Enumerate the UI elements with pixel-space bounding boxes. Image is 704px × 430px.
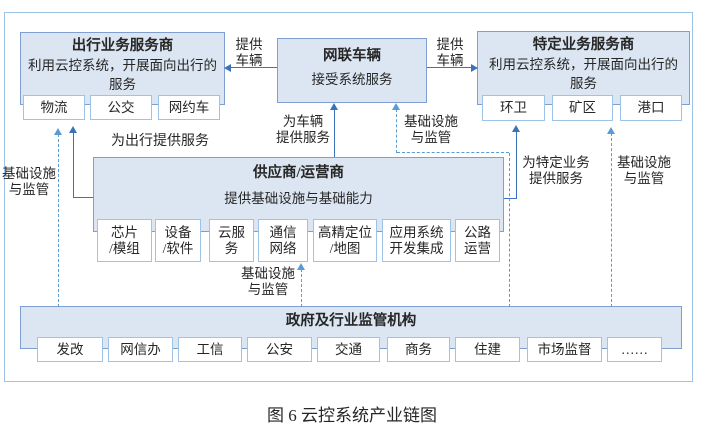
arrowhead-up-icon (54, 128, 62, 135)
supplier-sub-highway: 公路 运营 (455, 219, 500, 262)
gov-sub-transport: 交通 (317, 337, 380, 362)
label-infra-regulation-mid: 基础设施 与监管 (404, 114, 458, 145)
supplier-sub-app-integration: 应用系统 开发集成 (382, 219, 451, 262)
arrowhead-left-icon (224, 64, 231, 72)
edge-supplier-to-vehicle (334, 109, 335, 157)
specific-provider-body: 利用云控系统，开展面向出行的服务 (489, 57, 678, 91)
arrowhead-up-icon (69, 126, 77, 133)
edge-vehicle-to-specific (427, 67, 471, 68)
gov-sub-miit: 工信 (178, 337, 242, 362)
supplier-sub-cloud: 云服 务 (209, 219, 254, 262)
travel-provider-body: 利用云控系统，开展面向出行的服务 (28, 58, 217, 92)
specific-sub-sanitation: 环卫 (482, 95, 545, 121)
edge-supplier-to-specific-horizontal (504, 198, 517, 199)
travel-sub-ridehailing: 网约车 (158, 95, 220, 120)
supplier-sub-chip: 芯片 /模组 (97, 219, 152, 262)
gov-sub-housing: 住建 (455, 337, 520, 362)
gov-sub-commerce: 商务 (387, 337, 450, 362)
diagram-frame (4, 12, 693, 382)
arrowhead-up-icon (607, 127, 615, 134)
arrowhead-up-icon (512, 125, 520, 132)
gov-sub-cac: 网信办 (108, 337, 173, 362)
edge-vehicle-to-travel (230, 67, 277, 68)
edge-supplier-to-specific-vertical (516, 131, 517, 199)
arrowhead-right-icon (471, 64, 478, 72)
label-infra-regulation-right: 基础设施 与监管 (617, 155, 671, 186)
edge-gov-to-vehicle-dashed-down (509, 153, 510, 307)
label-serve-specific: 为特定业务 提供服务 (522, 155, 590, 186)
connected-vehicle-title: 网联车辆 (323, 48, 381, 64)
label-infra-regulation-left: 基础设施 与监管 (2, 166, 56, 197)
label-provide-vehicles-right: 提供 车辆 (436, 37, 464, 68)
travel-sub-logistics: 物流 (23, 95, 85, 120)
travel-provider-title: 出行业务服务商 (71, 38, 174, 54)
gov-sub-police: 公安 (247, 337, 312, 362)
edge-gov-to-travel-dashed (58, 134, 59, 307)
arrowhead-up-icon (330, 103, 338, 110)
edge-gov-to-vehicle-dashed-up (396, 109, 397, 153)
connected-vehicle-body: 接受系统服务 (311, 72, 393, 87)
supplier-sub-hd-map: 高精定位 /地图 (313, 219, 377, 262)
supplier-operator-title: 供应商/运营商 (252, 165, 345, 181)
specific-provider-box: 特定业务服务商 利用云控系统，开展面向出行的服务 (477, 31, 690, 105)
arrowhead-up-icon (392, 103, 400, 110)
specific-provider-title: 特定业务服务商 (532, 37, 635, 53)
supplier-operator-body: 提供基础设施与基础能力 (224, 191, 373, 206)
label-serve-travel: 为出行提供服务 (111, 134, 209, 149)
edge-gov-to-vehicle-dashed-horizontal (397, 152, 509, 153)
travel-sub-bus: 公交 (90, 95, 152, 120)
label-provide-vehicles-left: 提供 车辆 (235, 37, 263, 68)
travel-provider-box: 出行业务服务商 利用云控系统，开展面向出行的服务 (20, 32, 225, 105)
supplier-sub-network: 通信 网络 (258, 219, 308, 262)
figure-caption: 图 6 云控系统产业链图 (267, 406, 437, 425)
supplier-sub-equipment: 设备 /软件 (155, 219, 201, 262)
edge-supplier-to-travel-vertical (73, 132, 74, 198)
specific-sub-mining: 矿区 (552, 95, 613, 121)
government-regulator-title: 政府及行业监管机构 (285, 313, 417, 329)
edge-gov-to-specific-dashed (611, 133, 612, 307)
connected-vehicle-box: 网联车辆 接受系统服务 (277, 38, 427, 103)
label-serve-vehicle: 为车辆 提供服务 (276, 114, 330, 145)
gov-sub-market-supervision: 市场监督 (527, 337, 602, 362)
specific-sub-port: 港口 (620, 95, 682, 121)
edge-gov-to-supplier-dashed (301, 269, 302, 307)
gov-sub-ellipsis: …… (607, 337, 662, 362)
gov-sub-ndrc: 发改 (37, 337, 103, 362)
edge-supplier-to-travel-horizontal (74, 197, 93, 198)
arrowhead-up-icon (297, 263, 305, 270)
label-infra-regulation-bottom: 基础设施 与监管 (241, 266, 295, 297)
